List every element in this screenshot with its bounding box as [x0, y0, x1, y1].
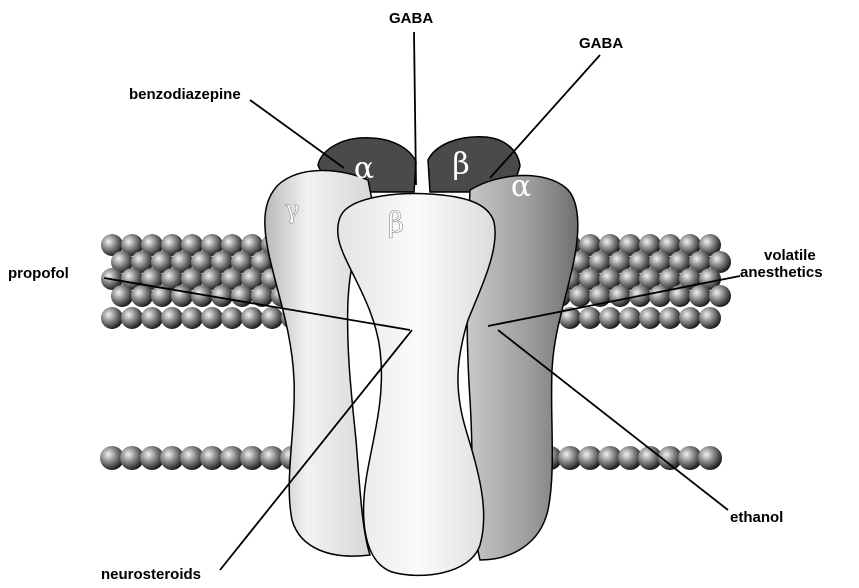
lipid-head-ball: [639, 307, 661, 329]
lipid-head-ball: [659, 307, 681, 329]
label-propofol: propofol: [8, 265, 69, 282]
lipid-head-ball: [161, 307, 183, 329]
lipid-head-ball: [698, 446, 722, 470]
lipid-head-ball: [579, 307, 601, 329]
benzodiazepine-leader: [250, 100, 344, 168]
label-gaba-top: GABA: [389, 10, 433, 27]
lipid-head-ball: [569, 285, 591, 307]
lipid-head-ball: [101, 307, 123, 329]
lipid-head-ball: [171, 285, 193, 307]
label-ethanol: ethanol: [730, 509, 783, 526]
subunit-beta-front-label: β: [388, 206, 404, 239]
subunit-alpha-left-label: α: [354, 151, 374, 186]
lipid-head-ball: [709, 285, 731, 307]
lipid-head-ball: [679, 307, 701, 329]
lipid-head-ball: [181, 307, 203, 329]
lipid-head-ball: [619, 307, 641, 329]
lipid-head-ball: [231, 285, 253, 307]
lipid-head-ball: [689, 285, 711, 307]
lipid-head-ball: [261, 307, 283, 329]
lipid-head-ball: [201, 307, 223, 329]
lipid-head-ball: [221, 307, 243, 329]
lipid-head-ball: [649, 285, 671, 307]
lipid-head-ball: [609, 285, 631, 307]
lipid-head-ball: [599, 307, 621, 329]
lipid-head-ball: [241, 307, 263, 329]
label-gaba-right: GABA: [579, 35, 623, 52]
gaba-right-leader: [490, 55, 600, 178]
label-volatile: volatile: [764, 247, 816, 264]
lipid-head-ball: [121, 307, 143, 329]
label-anesthetics: anesthetics: [740, 264, 823, 281]
lipid-head-ball: [131, 285, 153, 307]
subunit-alpha-right-label: α: [511, 169, 531, 204]
label-benzodiazepine: benzodiazepine: [129, 86, 241, 103]
lipid-head-ball: [141, 307, 163, 329]
subunit-gamma-label: γ: [284, 195, 300, 225]
subunit-beta-top-label: β: [452, 147, 469, 182]
label-neurosteroids: neurosteroids: [101, 566, 201, 583]
lipid-head-ball: [111, 285, 133, 307]
lipid-head-ball: [699, 307, 721, 329]
